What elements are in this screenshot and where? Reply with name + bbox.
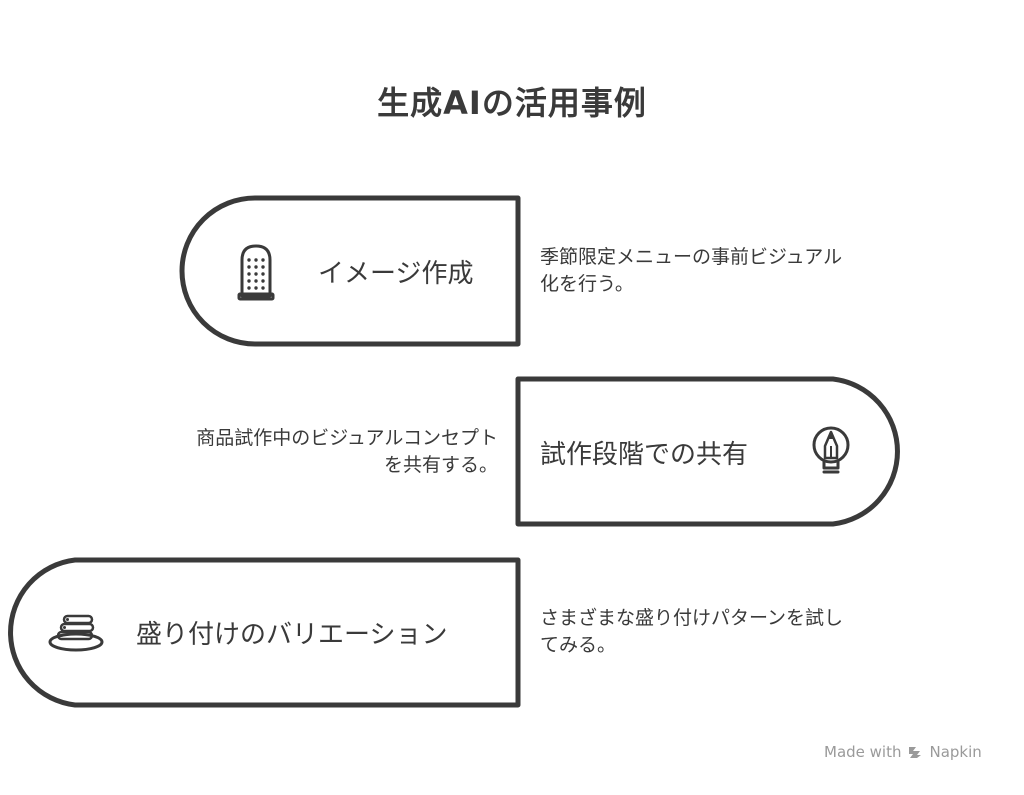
item-1-description: 季節限定メニューの事前ビジュアル化を行う。: [540, 246, 843, 295]
item-1-pill: [179, 195, 521, 347]
napkin-watermark[interactable]: Made with Napkin: [824, 743, 982, 761]
grater-icon: [237, 244, 275, 301]
napkin-logo-icon: [909, 747, 922, 758]
item-2-label: 試作段階での共有: [540, 440, 749, 470]
item-1-label: イメージ作成: [318, 259, 474, 289]
watermark-brand: Napkin: [929, 743, 982, 761]
item-2-description: 商品試作中のビジュアルコンセプトを共有する。: [196, 427, 498, 476]
item-3-label: 盛り付けのバリエーション: [136, 620, 448, 650]
item-2-pill: [515, 376, 900, 527]
lightbulb-pencil-icon: [812, 426, 850, 474]
item-3-pill: [8, 557, 521, 708]
diagram-title: 生成AIの活用事例: [377, 84, 647, 122]
watermark-prefix: Made with: [824, 743, 902, 761]
item-3-description: さまざまな盛り付けパターンを試してみる。: [540, 607, 844, 656]
dish-icon: [48, 614, 104, 652]
